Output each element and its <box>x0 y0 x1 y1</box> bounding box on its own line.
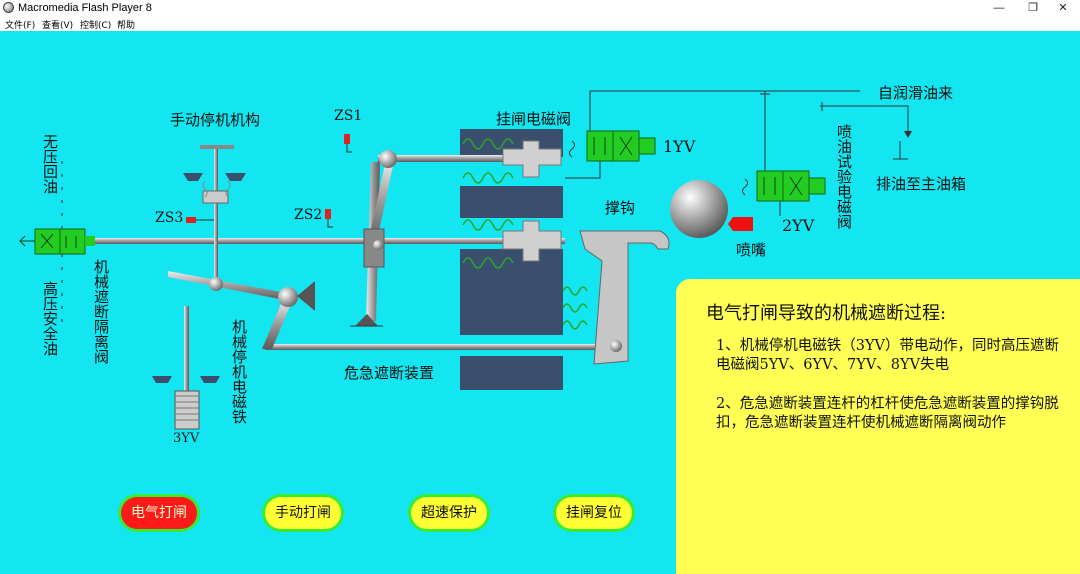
mechanism-diagram <box>19 90 912 430</box>
overspeed-protect-button[interactable]: 超速保护 <box>411 497 487 529</box>
label-trip-solenoid-valve: 挂闸电磁阀 <box>496 110 572 128</box>
manual-trip-mechanism <box>183 145 246 279</box>
lever-arms <box>168 150 397 349</box>
flash-player-icon <box>3 2 14 13</box>
label-self-lube-oil: 自润滑油来 <box>878 84 954 102</box>
label-oil-test-valve: 喷油试验电磁阀 <box>835 124 853 229</box>
main-rod <box>95 238 565 244</box>
drain-arrow <box>904 131 912 138</box>
label-no-pressure-return: 无压回油 <box>41 134 59 194</box>
magnet-3yv <box>152 306 220 430</box>
label-emergency-trip-device: 危急遮断装置 <box>344 364 435 382</box>
info-paragraph-1: 1、机械停机电磁铁（3YV）带电动作，同时高压遮断电磁阀5YV、6YV、7YV、… <box>716 338 1059 373</box>
info-heading: 电气打闸导致的机械遮断过程: <box>706 303 947 324</box>
menu-bar: 文件(F) 查看(V) 控制(C) 帮助 <box>0 17 1080 31</box>
manual-trip-button[interactable]: 手动打闸 <box>265 497 341 529</box>
menu-view[interactable]: 查看(V) <box>42 21 74 31</box>
upper-rod <box>378 155 518 162</box>
isolation-valve-symbol <box>19 161 95 331</box>
label-nozzle: 喷嘴 <box>736 241 767 259</box>
trip-valve-body <box>460 129 563 390</box>
label-1yv: 1YV <box>663 137 696 156</box>
label-drain-to-tank: 排油至主油箱 <box>876 175 967 193</box>
trip-reset-button[interactable]: 挂闸复位 <box>556 497 632 529</box>
label-zs1: ZS1 <box>334 108 363 124</box>
label-2yv: 2YV <box>782 216 815 235</box>
label-manual-trip-mechanism: 手动停机机构 <box>170 111 261 129</box>
label-isolation-valve: 机械遮断隔离阀 <box>92 259 110 364</box>
valve-pistons <box>502 140 562 262</box>
hook-lever <box>579 230 670 365</box>
label-3yv: 3YV <box>173 431 200 446</box>
info-panel: 电气打闸导致的机械遮断过程: 1、机械停机电磁铁（3YV）带电动作，同时高压遮断… <box>676 279 1080 574</box>
lower-link-rod <box>265 344 625 350</box>
valve-2yv-symbol <box>742 170 826 202</box>
minimize-button[interactable]: — <box>993 2 1005 14</box>
limit-switches <box>186 134 352 228</box>
menu-file[interactable]: 文件(F) <box>5 21 36 31</box>
window-title: Macromedia Flash Player 8 <box>18 2 152 14</box>
info-paragraph-2: 2、危急遮断装置连杆的杠杆使危急遮断装置的撑钩脱扣，危急遮断装置连杆使机械遮断隔… <box>716 396 1059 431</box>
flash-stage: 手动停机机构 ZS1 ZS2 ZS3 挂闸电磁阀 1YV 2YV 自润滑油来 排… <box>0 31 1080 574</box>
label-zs3: ZS3 <box>155 210 184 226</box>
overspeed-ball <box>670 180 728 238</box>
window-titlebar: Macromedia Flash Player 8 — ❐ ✕ <box>0 0 1080 17</box>
label-hook: 撑钩 <box>605 199 636 217</box>
restore-button[interactable]: ❐ <box>1028 2 1038 14</box>
menu-control[interactable]: 控制(C) <box>80 21 112 31</box>
close-button[interactable]: ✕ <box>1058 2 1068 14</box>
label-high-pressure-oil: 高压安全油 <box>41 281 59 356</box>
electric-trip-button[interactable]: 电气打闸 <box>121 497 197 529</box>
valve-1yv-symbol <box>569 130 656 162</box>
menu-help[interactable]: 帮助 <box>117 21 136 31</box>
label-mech-trip-magnet: 机械停机电磁铁 <box>230 319 248 424</box>
label-zs2: ZS2 <box>294 207 323 223</box>
springs <box>462 138 588 330</box>
nozzle-shape <box>728 217 753 231</box>
